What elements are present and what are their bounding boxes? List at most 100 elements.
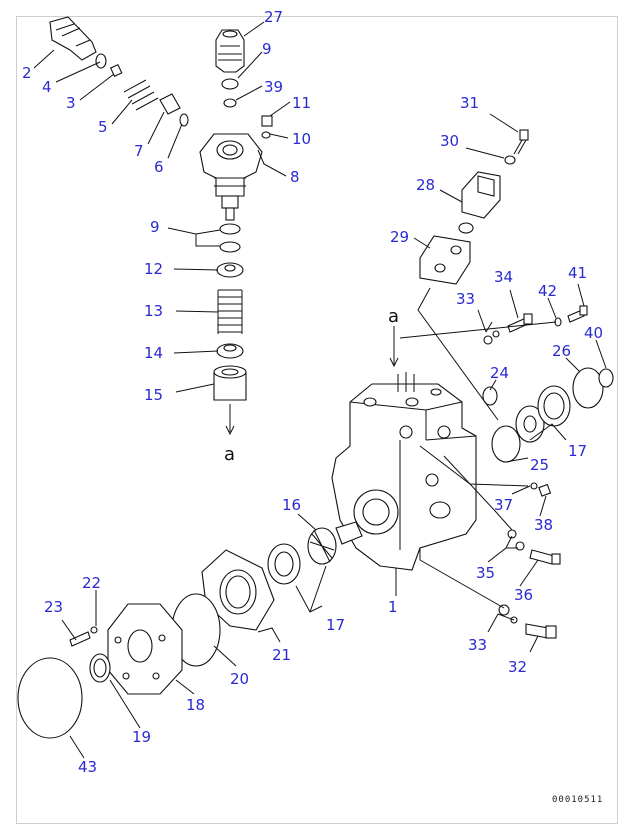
callout-24: 24 bbox=[490, 364, 509, 382]
leader-lines bbox=[33, 21, 607, 759]
callout-13: 13 bbox=[144, 302, 163, 320]
part-12-spring-seat bbox=[216, 262, 244, 278]
callout-10: 10 bbox=[292, 130, 311, 148]
callout-labels: 27 9 39 11 10 8 2 4 3 5 7 6 9 12 13 14 1… bbox=[22, 8, 603, 776]
callout-41: 41 bbox=[568, 264, 587, 282]
part-11-nut bbox=[261, 115, 273, 127]
part-32-banjo-bolt bbox=[525, 623, 557, 639]
part-9-oring bbox=[221, 78, 239, 90]
callout-6: 6 bbox=[154, 158, 164, 176]
callout-17-left: 17 bbox=[326, 616, 345, 634]
part-4-washer bbox=[95, 53, 107, 69]
part-oring-small bbox=[458, 222, 474, 234]
callout-17-right: 17 bbox=[568, 442, 587, 460]
part-8-valve-holder bbox=[199, 133, 263, 221]
callout-25: 25 bbox=[530, 456, 549, 474]
callout-3: 3 bbox=[66, 94, 76, 112]
callout-8: 8 bbox=[290, 168, 300, 186]
part-14-spring-seat bbox=[216, 343, 244, 359]
part-17-bearing-left bbox=[267, 543, 301, 585]
part-35-washer-b bbox=[515, 541, 525, 551]
callout-7: 7 bbox=[134, 142, 144, 160]
callout-30: 30 bbox=[440, 132, 459, 150]
part-15-tappet bbox=[213, 365, 247, 401]
part-36-bolt bbox=[529, 549, 561, 565]
part-7-sleeve bbox=[159, 93, 181, 115]
callout-22: 22 bbox=[82, 574, 101, 592]
callout-15: 15 bbox=[144, 386, 163, 404]
drawing-code: 00010511 bbox=[552, 795, 603, 805]
callout-42: 42 bbox=[538, 282, 557, 300]
part-31-bolt bbox=[513, 129, 529, 155]
part-9-oring-lower-b bbox=[219, 241, 241, 253]
callout-2: 2 bbox=[22, 64, 32, 82]
part-13-plunger-spring bbox=[217, 289, 243, 334]
part-2-fitting bbox=[49, 16, 97, 61]
part-27-nozzle-holder bbox=[215, 29, 245, 73]
part-5-spring bbox=[123, 79, 159, 111]
part-33-washer-a bbox=[483, 335, 493, 345]
callout-28: 28 bbox=[416, 176, 435, 194]
callout-29: 29 bbox=[390, 228, 409, 246]
part-43-gasket bbox=[17, 657, 83, 739]
part-23-bolt bbox=[69, 631, 91, 647]
callout-39: 39 bbox=[264, 78, 283, 96]
part-39-washer bbox=[223, 98, 237, 108]
part-22-washer bbox=[90, 626, 98, 634]
part-21-housing bbox=[201, 549, 275, 631]
part-28-solenoid bbox=[461, 171, 501, 219]
callout-40: 40 bbox=[584, 324, 603, 342]
callout-9-lower: 9 bbox=[150, 218, 160, 236]
callout-34: 34 bbox=[494, 268, 513, 286]
part-24-oring bbox=[482, 386, 498, 406]
part-26-seal bbox=[572, 367, 604, 409]
callout-11: 11 bbox=[292, 94, 311, 112]
callout-20: 20 bbox=[230, 670, 249, 688]
ref-arrow-a-upper bbox=[389, 326, 399, 368]
callout-33-bottom: 33 bbox=[468, 636, 487, 654]
part-16-drive-gear bbox=[307, 521, 363, 565]
callout-9-top: 9 bbox=[262, 40, 272, 58]
part-9-oring-lower-a bbox=[219, 223, 241, 235]
part-25-gasket bbox=[491, 425, 521, 463]
part-6-washer bbox=[179, 113, 189, 127]
callout-a-lower: a bbox=[224, 444, 235, 465]
part-18-cover bbox=[107, 603, 183, 695]
callout-5: 5 bbox=[98, 118, 108, 136]
callout-18: 18 bbox=[186, 696, 205, 714]
part-33-washer-b bbox=[492, 330, 500, 338]
part-3-plug bbox=[109, 63, 123, 77]
part-40-ring bbox=[598, 368, 614, 388]
callout-35: 35 bbox=[476, 564, 495, 582]
callout-32: 32 bbox=[508, 658, 527, 676]
callout-4: 4 bbox=[42, 78, 52, 96]
callout-38: 38 bbox=[534, 516, 553, 534]
callout-1: 1 bbox=[388, 598, 398, 616]
callout-14: 14 bbox=[144, 344, 163, 362]
callout-36: 36 bbox=[514, 586, 533, 604]
part-41-bolt bbox=[567, 305, 588, 323]
callout-26: 26 bbox=[552, 342, 571, 360]
part-34-bolt bbox=[507, 313, 533, 333]
part-19-seal bbox=[89, 653, 111, 683]
callout-27: 27 bbox=[264, 8, 283, 26]
part-38-bolt bbox=[538, 483, 552, 497]
part-37-washer bbox=[530, 482, 538, 490]
part-bearing-right bbox=[537, 385, 571, 427]
part-1-pump-body bbox=[331, 372, 477, 571]
ref-arrow-a-lower bbox=[225, 404, 235, 436]
callout-37: 37 bbox=[494, 496, 513, 514]
callout-43: 43 bbox=[78, 758, 97, 776]
part-10-washer bbox=[261, 131, 271, 139]
callout-19: 19 bbox=[132, 728, 151, 746]
part-17-gear-right bbox=[515, 405, 545, 443]
callout-33-top: 33 bbox=[456, 290, 475, 308]
callout-16: 16 bbox=[282, 496, 301, 514]
part-30-washer bbox=[504, 155, 516, 165]
callout-31: 31 bbox=[460, 94, 479, 112]
callout-12: 12 bbox=[144, 260, 163, 278]
part-33-washer-c bbox=[498, 604, 510, 616]
callout-21: 21 bbox=[272, 646, 291, 664]
callout-23: 23 bbox=[44, 598, 63, 616]
